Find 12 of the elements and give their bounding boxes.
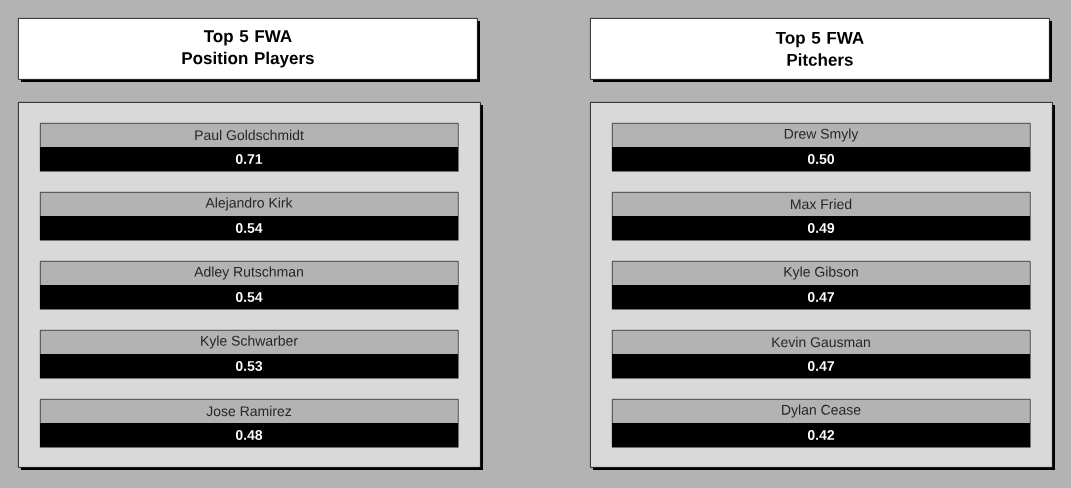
player-card: Kevin Gausman 0.47 xyxy=(612,330,1031,379)
player-card: Jose Ramirez 0.48 xyxy=(40,399,459,448)
player-card: Kyle Gibson 0.47 xyxy=(612,261,1031,310)
header-box: Top 5 FWA Position Players xyxy=(18,18,480,82)
player-card: Kyle Schwarber 0.53 xyxy=(40,330,459,379)
player-card: Alejandro Kirk 0.54 xyxy=(40,192,459,241)
player-card: Dylan Cease 0.42 xyxy=(612,399,1031,448)
player-card: Adley Rutschman 0.54 xyxy=(40,261,459,310)
player-card: Max Fried 0.49 xyxy=(612,192,1031,241)
player-card: Paul Goldschmidt 0.71 xyxy=(40,123,459,172)
player-card: Drew Smyly 0.50 xyxy=(612,123,1031,172)
header-box: Top 5 FWA Pitchers xyxy=(590,18,1052,82)
